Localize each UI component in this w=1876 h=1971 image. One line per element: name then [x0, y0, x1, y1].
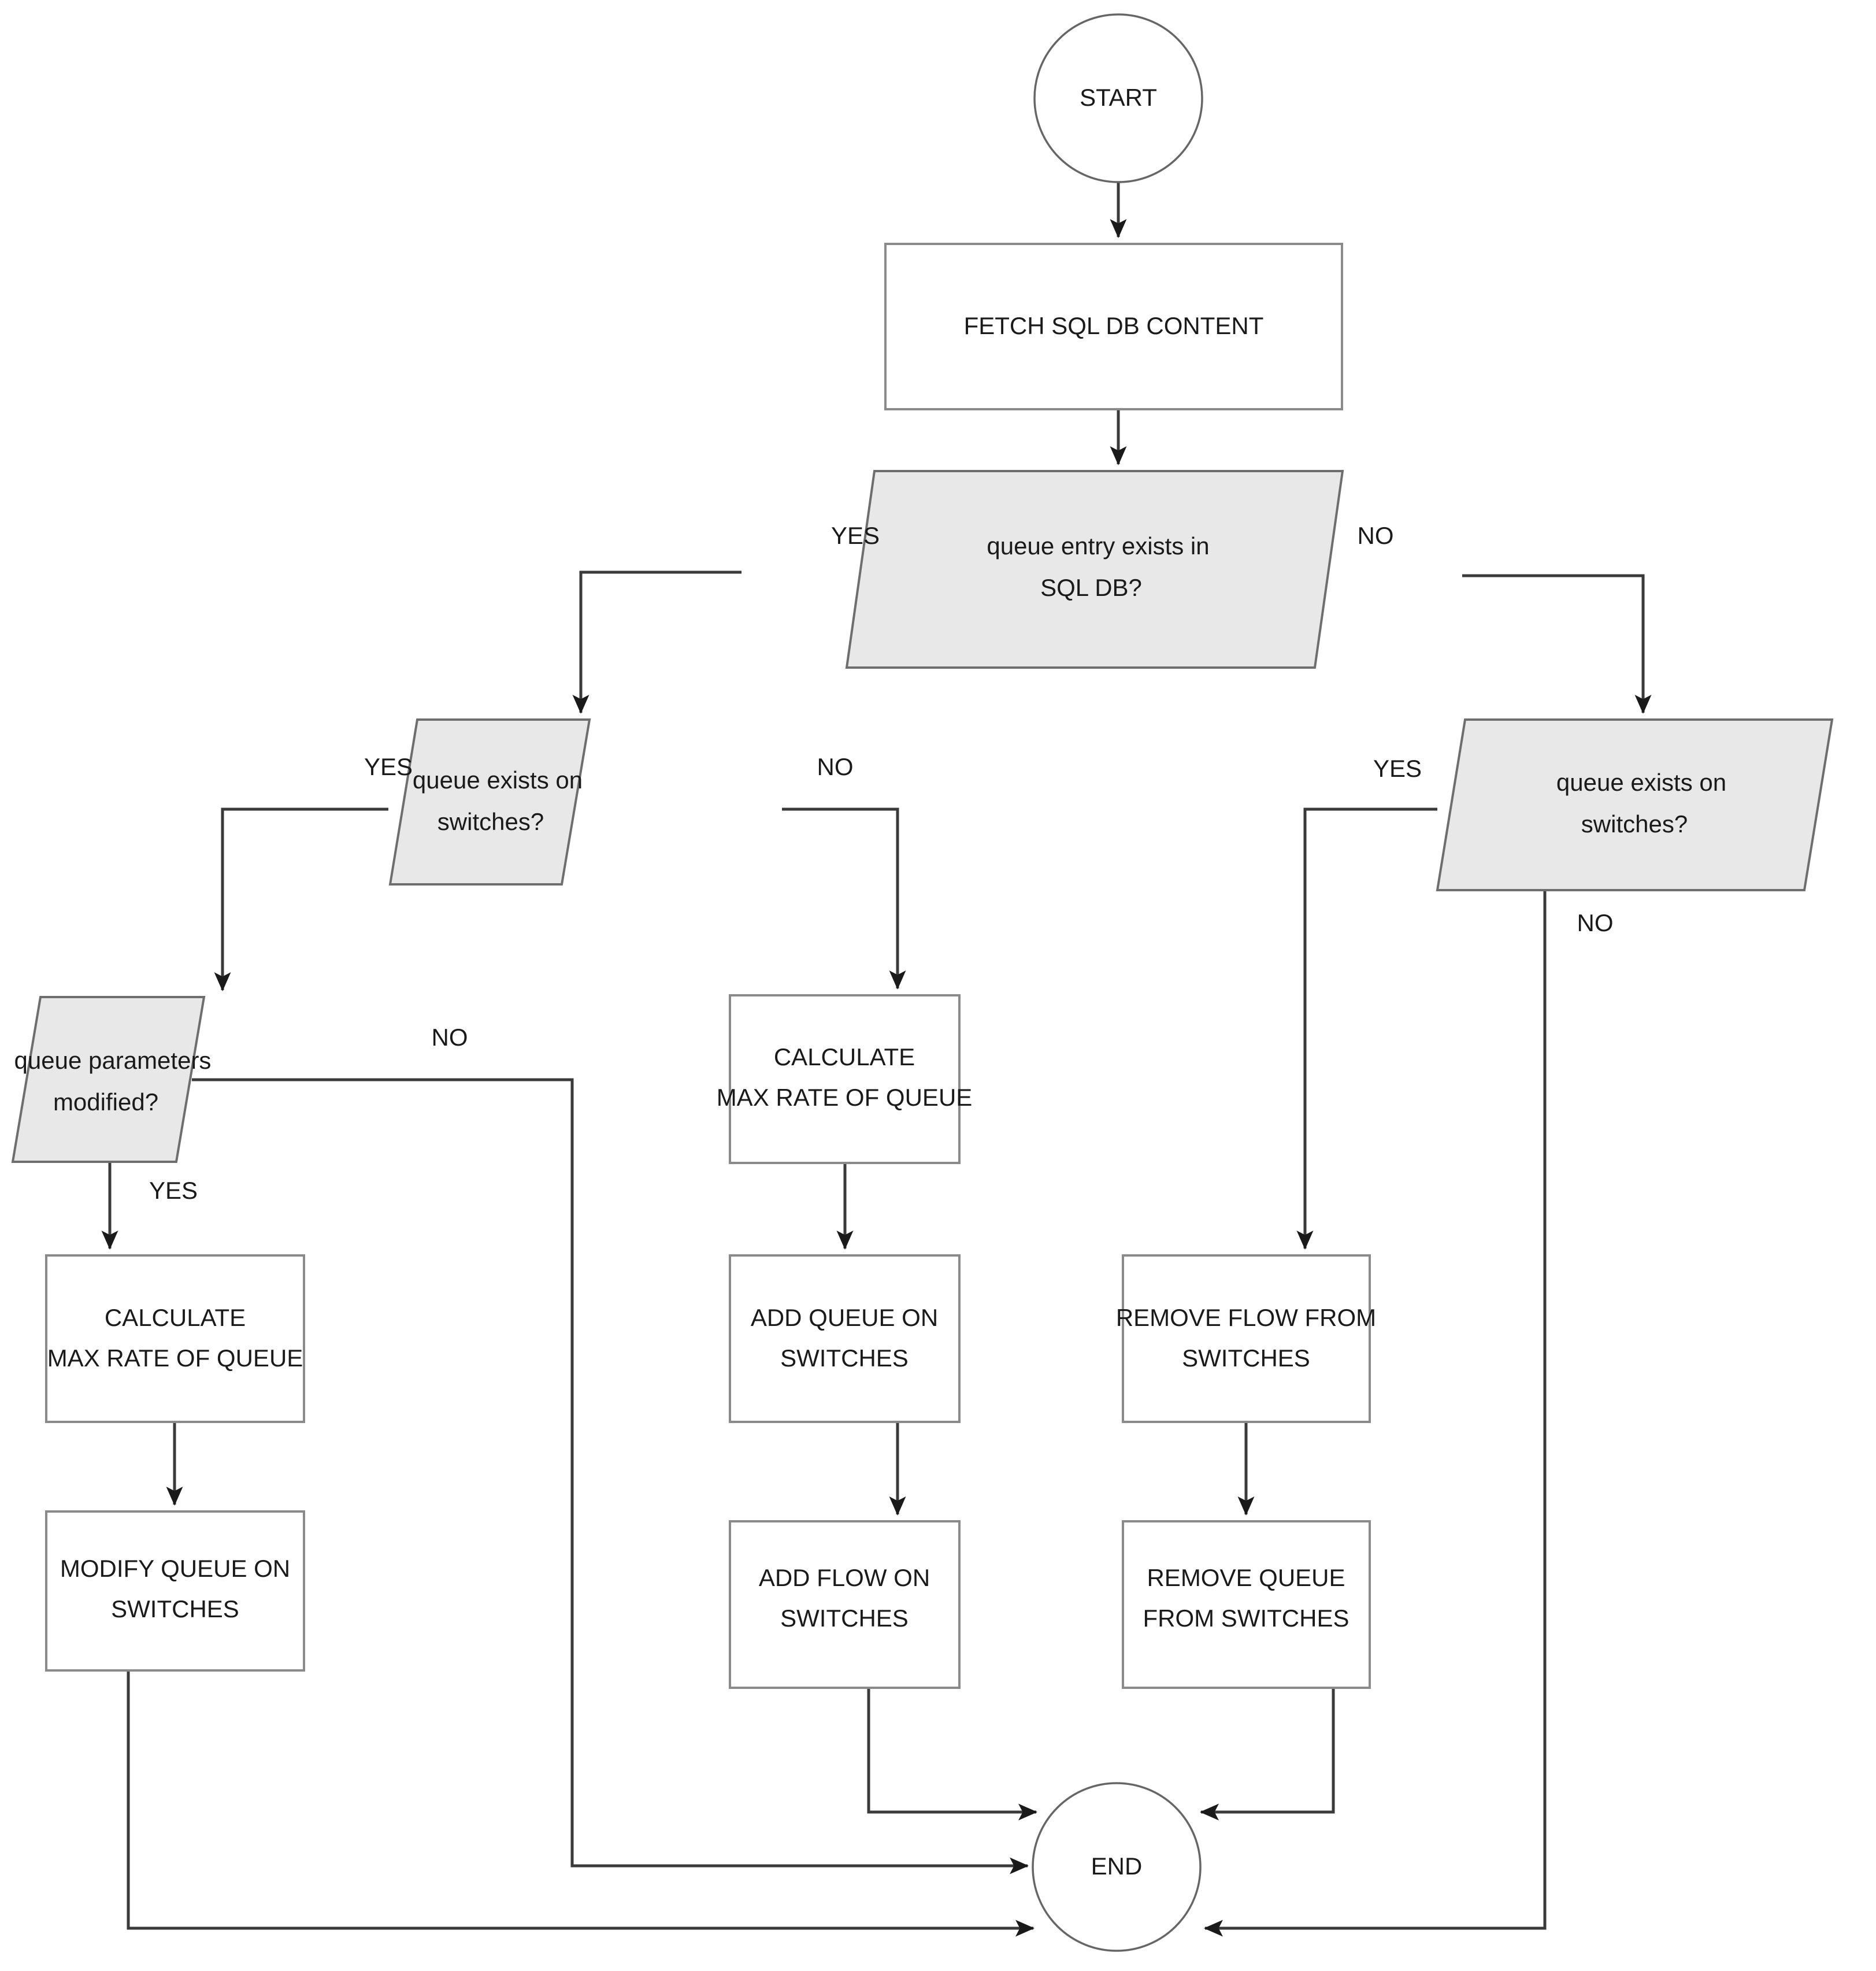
node-remove-flow-from-switches[interactable]: [1122, 1254, 1371, 1423]
node-calculate-max-rate-mid[interactable]: [729, 994, 961, 1164]
node-start-label: START: [1080, 84, 1157, 111]
edge-label-left-switch-yes: YES: [364, 753, 413, 780]
node-modify-queue-on-switches[interactable]: [45, 1510, 305, 1672]
node-fetch-sql-db-content[interactable]: [884, 243, 1343, 410]
node-add-queue-line1: ADD QUEUE ON: [751, 1304, 938, 1331]
edge-label-right-switch-no: NO: [1577, 909, 1614, 936]
node-calc-mid-line1: CALCULATE: [774, 1043, 915, 1070]
node-decision-queue-exists-left[interactable]: [388, 718, 591, 886]
node-modify-queue-line2: SWITCHES: [111, 1595, 239, 1622]
edge-right-switch-yes-to-remove-flow: [1296, 807, 1437, 1250]
edge-right-switch-no-to-end: [1203, 890, 1547, 1937]
edge-modify-queue-to-end: [127, 1670, 1035, 1937]
edge-label-right-switch-yes: YES: [1373, 755, 1422, 782]
edge-entry-no-to-right-switch: [1462, 574, 1652, 714]
node-remove-queue-line1: REMOVE QUEUE: [1147, 1564, 1345, 1591]
node-add-flow-line1: ADD FLOW ON: [759, 1564, 930, 1591]
node-start[interactable]: [1033, 13, 1203, 183]
node-remove-flow-line2: SWITCHES: [1182, 1344, 1310, 1372]
node-decision-left-line2: switches?: [438, 808, 544, 835]
edge-left-switch-yes-to-params: [214, 807, 388, 992]
node-decision-queue-entry-exists[interactable]: [845, 470, 1344, 669]
edge-label-entry-no: NO: [1358, 522, 1394, 549]
node-decision-queue-entry-line1: queue entry exists in: [987, 532, 1209, 560]
node-decision-right-line2: switches?: [1581, 810, 1688, 838]
node-add-flow-on-switches[interactable]: [729, 1520, 961, 1689]
node-fetch-label: FETCH SQL DB CONTENT: [964, 312, 1264, 339]
node-add-flow-line2: SWITCHES: [780, 1605, 909, 1632]
edge-label-params-yes: YES: [149, 1177, 198, 1204]
edge-remove-queue-to-end: [1199, 1688, 1335, 1821]
node-add-queue-line2: SWITCHES: [780, 1344, 909, 1372]
node-end[interactable]: [1032, 1782, 1202, 1952]
node-add-queue-on-switches[interactable]: [729, 1254, 961, 1423]
edge-entry-yes-to-left-switch: [572, 570, 741, 714]
node-decision-params-line2: modified?: [53, 1088, 158, 1116]
node-decision-right-line1: queue exists on: [1556, 769, 1726, 796]
node-remove-queue-line2: FROM SWITCHES: [1143, 1605, 1349, 1632]
edge-label-entry-yes: YES: [831, 522, 880, 549]
node-decision-params-line1: queue parameters: [14, 1047, 212, 1074]
node-remove-flow-line1: REMOVE FLOW FROM: [1116, 1304, 1376, 1331]
node-calc-left-line2: MAX RATE OF QUEUE: [47, 1344, 303, 1372]
node-end-label: END: [1091, 1853, 1143, 1880]
edge-left-switch-no-to-calc-mid: [782, 807, 906, 990]
edge-add-flow-to-end: [867, 1688, 1038, 1821]
node-decision-left-line1: queue exists on: [413, 766, 583, 794]
node-modify-queue-line1: MODIFY QUEUE ON: [60, 1555, 290, 1582]
edge-params-no-to-end: [192, 1078, 1029, 1874]
node-decision-queue-entry-line2: SQL DB?: [1040, 574, 1142, 601]
node-decision-queue-parameters-modified[interactable]: [11, 996, 206, 1163]
edge-label-params-no: NO: [432, 1024, 468, 1051]
node-calc-mid-line2: MAX RATE OF QUEUE: [717, 1084, 973, 1111]
node-calculate-max-rate-left[interactable]: [45, 1254, 305, 1423]
node-remove-queue-from-switches[interactable]: [1122, 1520, 1371, 1689]
edge-label-left-switch-no: NO: [817, 753, 854, 780]
node-decision-queue-exists-right[interactable]: [1436, 718, 1834, 891]
node-calc-left-line1: CALCULATE: [105, 1304, 246, 1331]
